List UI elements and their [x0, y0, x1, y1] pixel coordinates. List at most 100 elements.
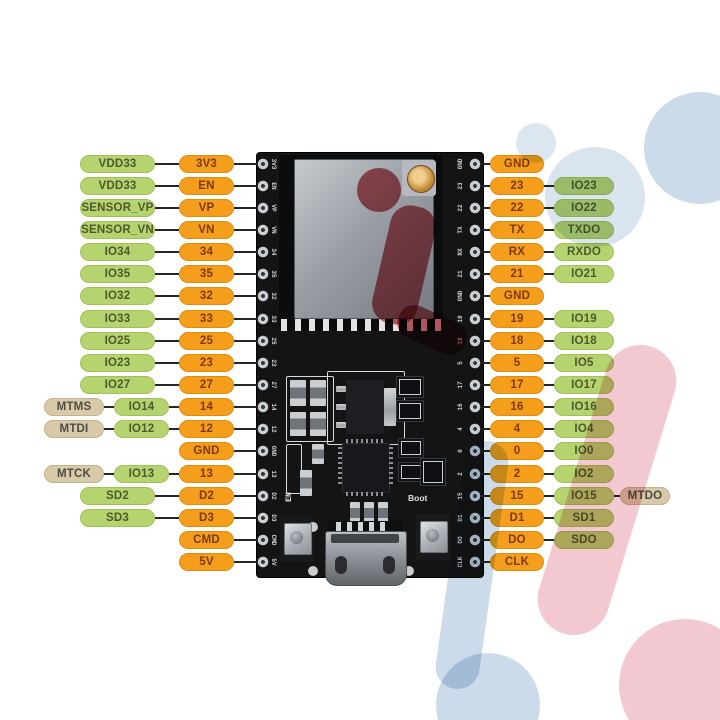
capacitor — [310, 412, 326, 436]
through-hole-pad — [257, 246, 269, 258]
pin-number-label: GND — [179, 442, 234, 460]
ufl-antenna-connector — [407, 165, 435, 193]
usb-hole — [383, 556, 395, 574]
pin-wire — [155, 318, 179, 320]
pin-number-label: 27 — [179, 376, 234, 394]
boot-silkscreen-label: Boot — [408, 493, 428, 503]
pin-wire — [234, 185, 258, 187]
pin-wire — [155, 340, 179, 342]
usb-pin — [358, 522, 363, 531]
silkscreen-pin-label: 4 — [457, 427, 464, 431]
pin-wire — [544, 428, 554, 430]
chip-pins — [346, 439, 384, 443]
resistor — [300, 470, 312, 496]
through-hole-pad — [469, 401, 481, 413]
watermark-pink-circle — [619, 619, 720, 720]
silkscreen-pin-label: 3V3 — [270, 158, 277, 170]
pin-io-label: IO13 — [114, 465, 169, 483]
pin-wire — [155, 207, 179, 209]
pin-wire — [544, 495, 554, 497]
through-hole-pad — [257, 357, 269, 369]
through-hole-pad — [469, 335, 481, 347]
pin-io-label: VDD33 — [80, 177, 155, 195]
pin-number-label: 16 — [490, 398, 544, 416]
pin-wire — [482, 318, 490, 320]
pin-wire — [544, 517, 554, 519]
pin-wire — [155, 185, 179, 187]
through-hole-pad — [257, 313, 269, 325]
pin-io-label: IO14 — [114, 398, 169, 416]
through-hole-pad — [469, 313, 481, 325]
silkscreen-pin-label: D3 — [270, 514, 277, 522]
pin-io-label: VDD33 — [80, 155, 155, 173]
pin-number-label: 17 — [490, 376, 544, 394]
pin-wire — [234, 295, 258, 297]
chip-pins — [346, 492, 384, 496]
capacitor — [364, 502, 374, 524]
boot-button-plunger — [426, 529, 439, 542]
pin-wire — [482, 207, 490, 209]
pin-number-label: 12 — [179, 420, 234, 438]
pin-row: CLK — [482, 553, 696, 571]
through-hole-pad — [257, 180, 269, 192]
pin-number-label: 14 — [179, 398, 234, 416]
pin-number-label: CMD — [179, 531, 234, 549]
pin-io-label: SD3 — [80, 509, 155, 527]
silkscreen-pin-label: TX — [457, 226, 464, 234]
pin-io-label: SD2 — [80, 487, 155, 505]
silkscreen-pin-label: 22 — [457, 204, 464, 212]
usb-pin — [347, 522, 352, 531]
through-hole-pad — [257, 290, 269, 302]
silkscreen-pin-label: GND — [457, 290, 464, 302]
pin-wire — [234, 561, 258, 563]
passive-silk-outline — [286, 376, 334, 442]
pin-number-label: 4 — [490, 420, 544, 438]
through-hole-pad — [469, 202, 481, 214]
pin-number-label: 35 — [179, 265, 234, 283]
usb-pin — [380, 522, 385, 531]
silkscreen-pin-label: 14 — [270, 403, 277, 411]
silkscreen-pin-label: 17 — [457, 381, 464, 389]
pin-wire — [544, 406, 554, 408]
pin-alt-label: MTMS — [44, 398, 104, 416]
silkscreen-pin-label: 35 — [270, 270, 277, 278]
pin-wire — [234, 473, 258, 475]
pin-row: GND — [482, 287, 696, 305]
silkscreen-pin-label: 12 — [270, 425, 277, 433]
pin-wire — [104, 428, 114, 430]
pin-number-label: D1 — [490, 509, 544, 527]
pin-wire — [482, 362, 490, 364]
pin-io-label: IO25 — [80, 332, 155, 350]
silkscreen-pin-label: EN — [270, 182, 277, 190]
pin-wire — [544, 340, 554, 342]
pin-wire — [544, 362, 554, 364]
capacitor — [290, 380, 306, 406]
through-hole-pad — [257, 534, 269, 546]
pin-wire — [234, 517, 258, 519]
silkscreen-pin-label: 32 — [270, 292, 277, 300]
pin-io-label: IO32 — [80, 287, 155, 305]
pin-number-label: CLK — [490, 553, 544, 571]
through-hole-pad — [469, 268, 481, 280]
silkscreen-pin-label: GND — [457, 158, 464, 170]
silk-outline — [286, 444, 302, 494]
pin-number-label: 33 — [179, 310, 234, 328]
regulator-lead — [336, 386, 346, 392]
through-hole-pad — [469, 158, 481, 170]
through-hole-pad — [469, 224, 481, 236]
pin-wire — [234, 406, 258, 408]
pin-io-label: IO35 — [80, 265, 155, 283]
pin-wire — [234, 340, 258, 342]
en-silkscreen-label: EN — [285, 492, 294, 502]
silkscreen-pin-label: GND — [270, 445, 277, 457]
usb-hole — [335, 556, 347, 574]
pin-wire — [234, 384, 258, 386]
through-hole-pad — [469, 290, 481, 302]
